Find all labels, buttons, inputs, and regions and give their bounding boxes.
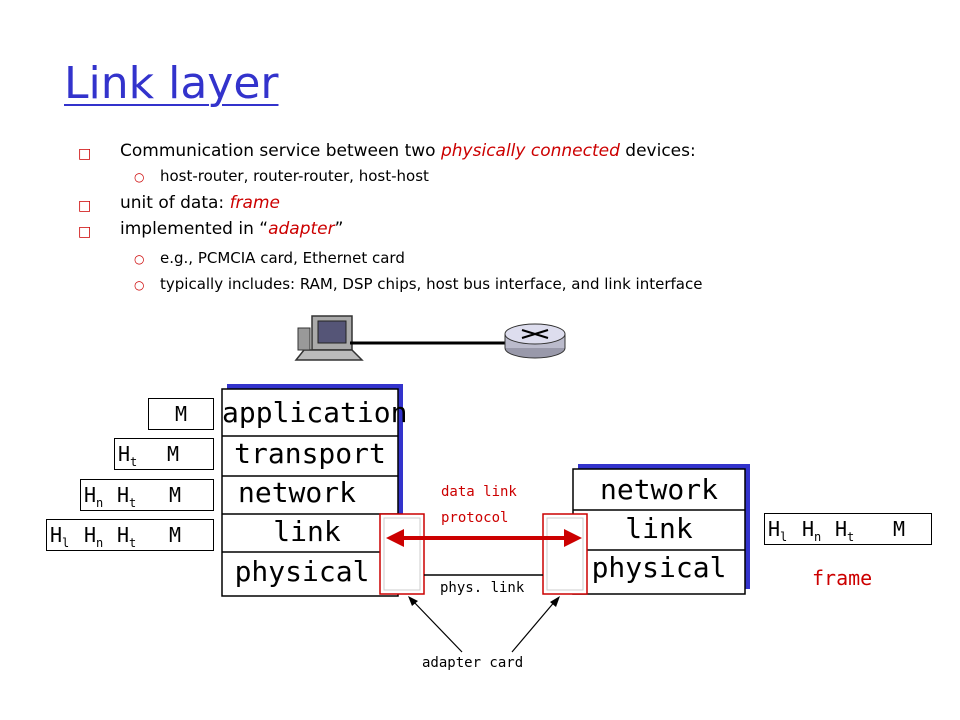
bullet-3-text-b: ” bbox=[334, 219, 344, 239]
link-header: Hl bbox=[768, 517, 788, 544]
router-icon bbox=[504, 323, 566, 359]
header-Hn-Ht-M: Hn Ht M bbox=[80, 479, 214, 511]
bullet-1-sub: host-router, router-router, host-host bbox=[160, 167, 429, 185]
bullet-2: unit of data: frame bbox=[120, 193, 280, 213]
data-link-protocol-label-1: data link bbox=[441, 484, 517, 500]
phys-link-label: phys. link bbox=[440, 580, 525, 596]
bullet-marker-icon: □ bbox=[78, 198, 92, 214]
header-Hl-Hn-Ht-M: Hl Hn Ht M bbox=[46, 519, 214, 551]
transport-header: Ht bbox=[117, 523, 137, 550]
frame-header-box: Hl Hn Ht M bbox=[764, 513, 932, 545]
transport-header: Ht bbox=[117, 483, 137, 510]
left-stack-box bbox=[221, 388, 399, 597]
bullet-2-text: unit of data: bbox=[120, 193, 230, 213]
data-link-protocol-label-2: protocol bbox=[441, 510, 509, 526]
frame-label: frame bbox=[812, 566, 873, 590]
slide-title: Link layer bbox=[64, 58, 279, 109]
layer-link: link bbox=[273, 515, 341, 548]
transport-header: Ht bbox=[835, 517, 855, 544]
bullet-3-emphasis: adapter bbox=[268, 219, 335, 239]
layer-physical: physical bbox=[234, 555, 370, 588]
bullet-1-text-a: Communication service between two bbox=[120, 141, 441, 161]
message-label: M bbox=[167, 442, 180, 466]
header-M: M bbox=[148, 398, 214, 430]
message-label: M bbox=[169, 483, 182, 507]
right-stack-box bbox=[572, 468, 746, 595]
bullet-marker-icon: □ bbox=[78, 146, 92, 162]
layer-transport: transport bbox=[234, 437, 386, 470]
bullet-3: implemented in “adapter” bbox=[120, 219, 343, 239]
computer-icon bbox=[294, 315, 364, 361]
layer-network-right: network bbox=[599, 473, 718, 506]
layer-link-right: link bbox=[625, 512, 693, 545]
sub-bullet-marker-icon: ○ bbox=[134, 170, 145, 184]
bullet-3-sub-2: typically includes: RAM, DSP chips, host… bbox=[160, 275, 703, 293]
bullet-2-emphasis: frame bbox=[229, 193, 280, 213]
layer-application: application bbox=[222, 396, 408, 429]
network-header: Hn bbox=[84, 483, 104, 510]
data-link-arrow bbox=[386, 529, 582, 547]
link-header: Hl bbox=[50, 523, 70, 550]
network-header: Hn bbox=[802, 517, 822, 544]
right-adapter-box bbox=[542, 513, 588, 595]
layer-physical-right: physical bbox=[591, 551, 727, 584]
adapter-card-label: adapter card bbox=[422, 655, 524, 671]
left-adapter-box bbox=[379, 513, 425, 595]
message-label: M bbox=[174, 402, 188, 426]
header-Ht-M: Ht M bbox=[114, 438, 214, 470]
bullet-1-emphasis: physically connected bbox=[440, 141, 620, 161]
bullet-1: Communication service between two physic… bbox=[120, 141, 696, 161]
bullet-3-sub-1: e.g., PCMCIA card, Ethernet card bbox=[160, 249, 405, 267]
network-header: Hn bbox=[84, 523, 104, 550]
bullet-3-text-a: implemented in “ bbox=[120, 219, 269, 239]
bullet-marker-icon: □ bbox=[78, 224, 92, 240]
sub-bullet-marker-icon: ○ bbox=[134, 252, 145, 266]
sub-bullet-marker-icon: ○ bbox=[134, 278, 145, 292]
transport-header: Ht bbox=[118, 442, 138, 469]
adapter-pointer-arrows bbox=[408, 596, 560, 653]
message-label: M bbox=[893, 517, 906, 541]
bullet-1-text-b: devices: bbox=[619, 141, 696, 161]
message-label: M bbox=[169, 523, 182, 547]
layer-network: network bbox=[237, 476, 356, 509]
